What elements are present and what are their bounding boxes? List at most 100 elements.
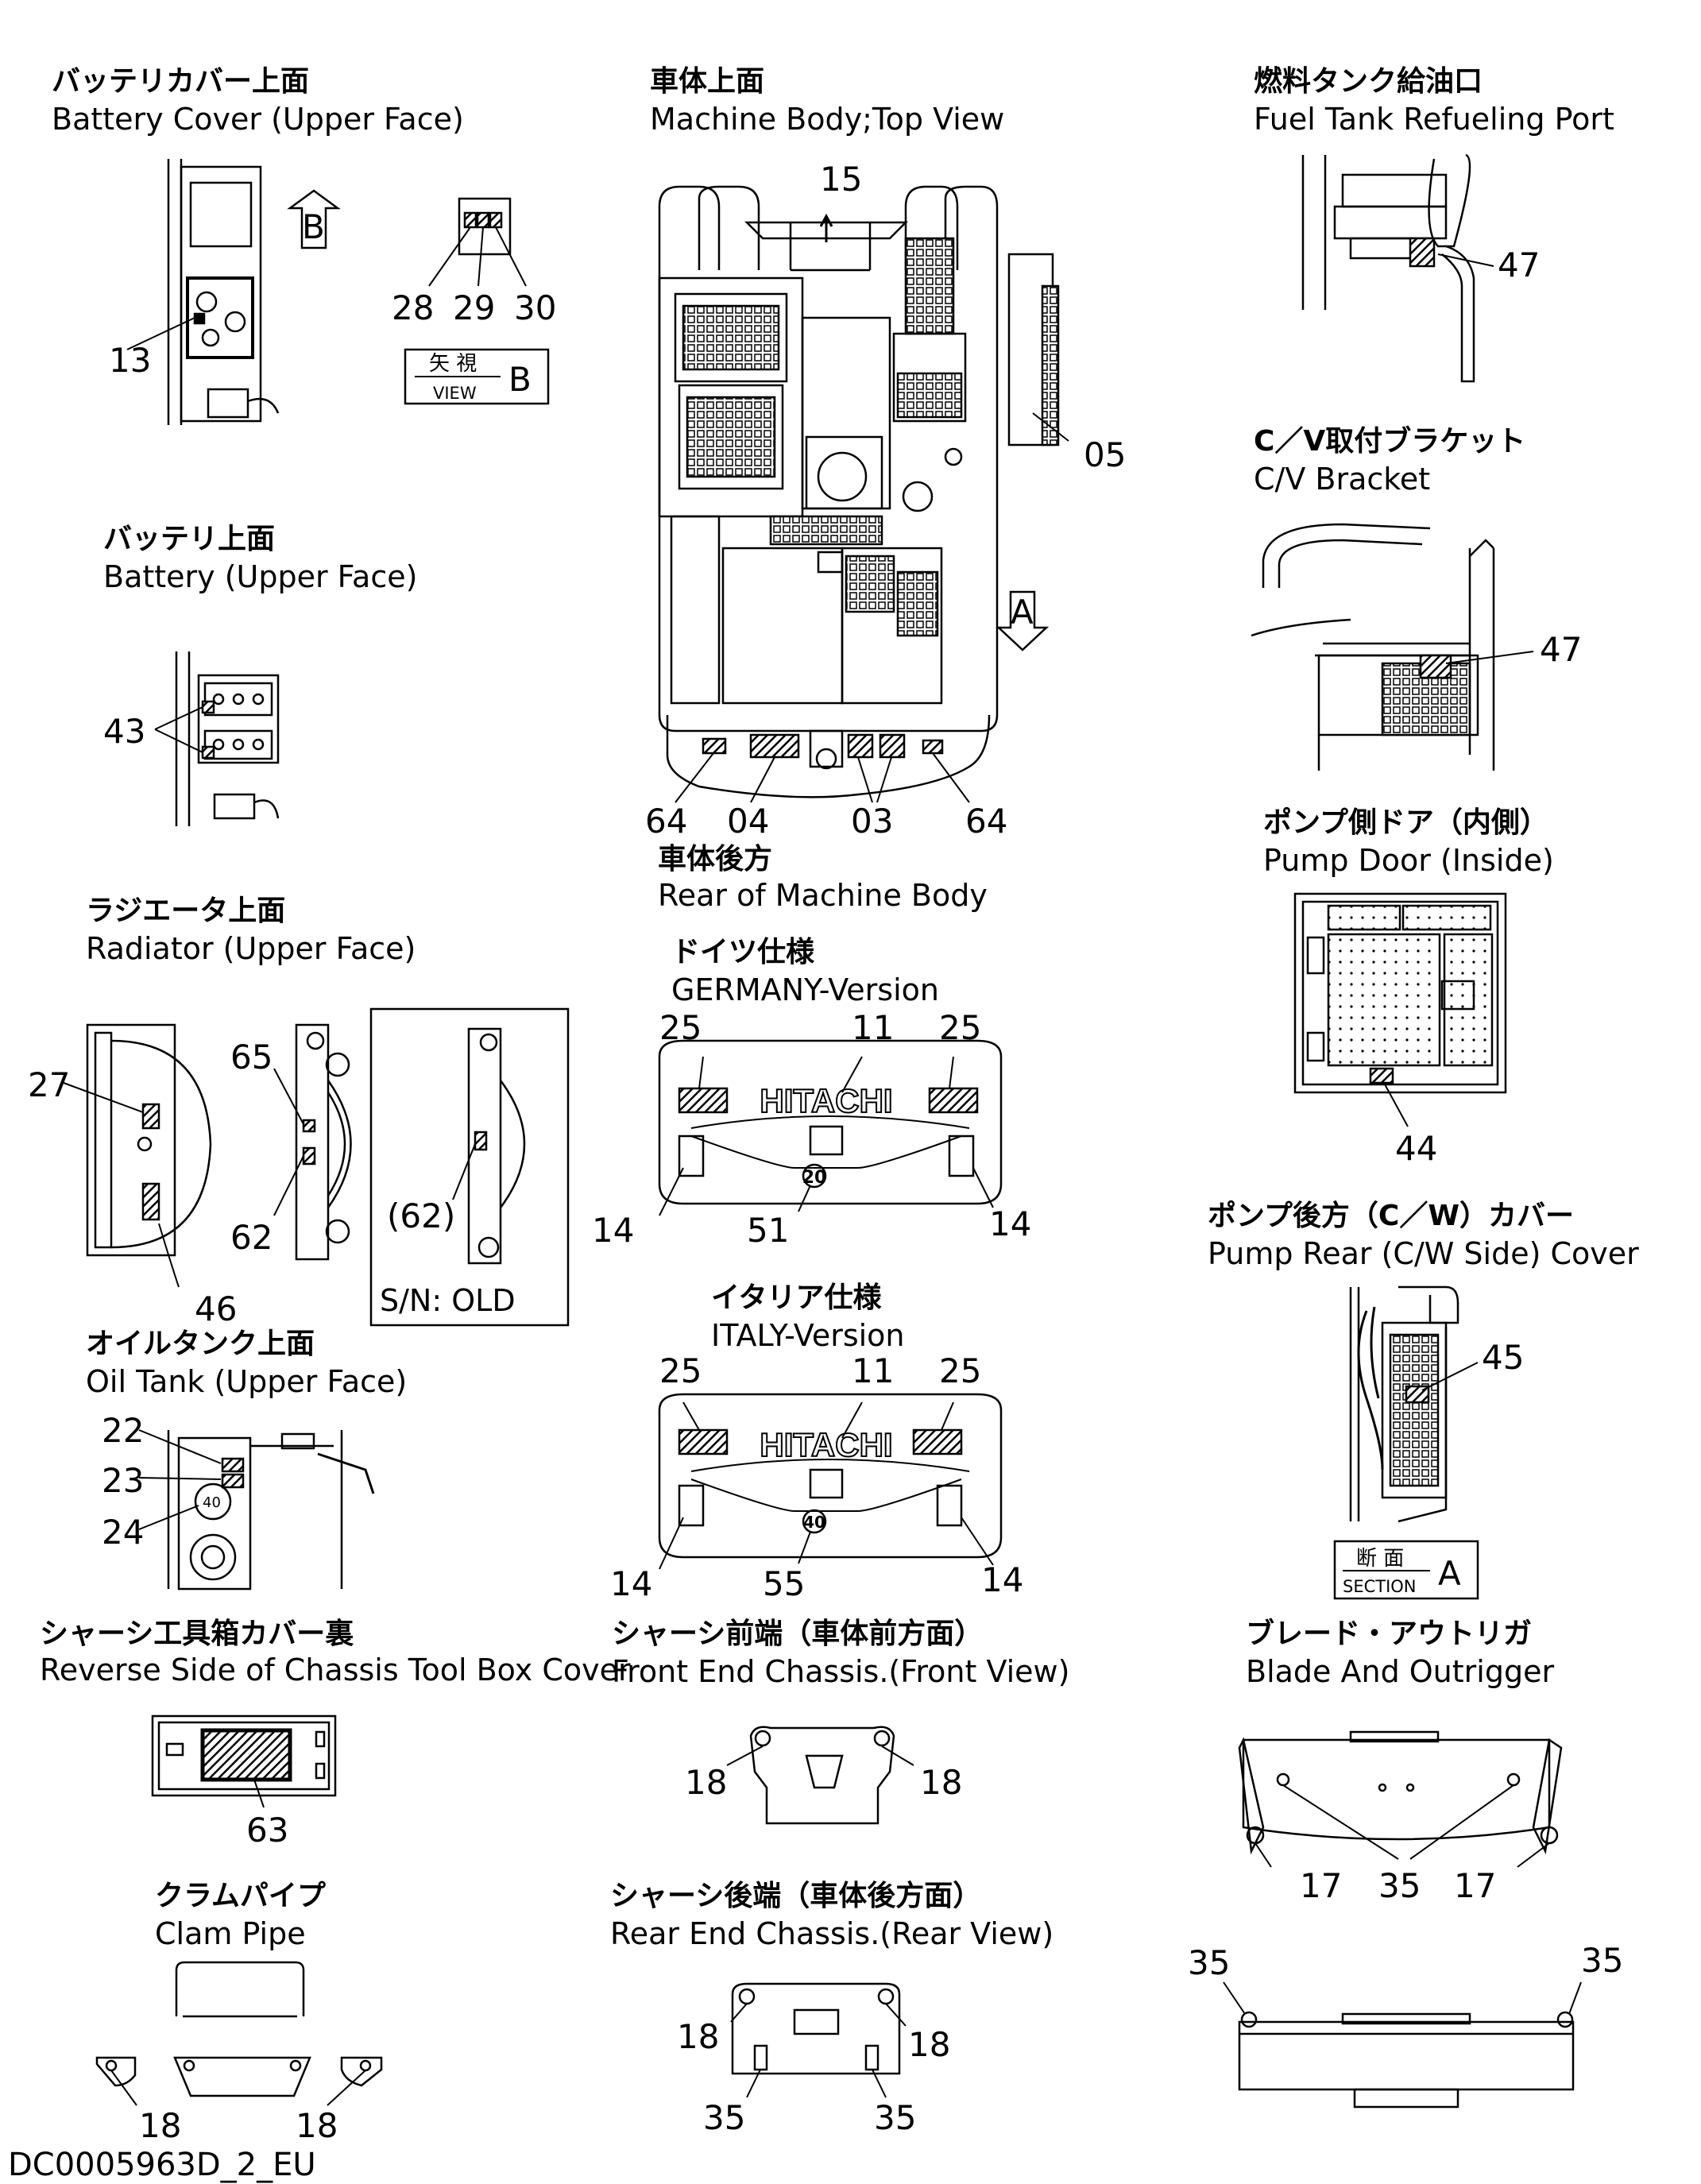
blade-title-jp: ブレード・アウトリガ [1246, 1617, 1532, 1650]
radiator-view: ラジエータ上面 Radiator (Upper Face) 27 46 65 [28, 895, 570, 1328]
battery-cover-view: バッテリカバー上面 Battery Cover (Upper Face) 13 … [52, 65, 556, 425]
svg-text:40: 40 [803, 1513, 825, 1532]
oil-tank-title-jp: オイルタンク上面 [86, 1328, 315, 1360]
callout-03: 03 [851, 802, 893, 841]
oil-tank-title-en: Oil Tank (Upper Face) [86, 1364, 407, 1399]
callout-17-right: 17 [1454, 1866, 1496, 1905]
arrow-label-a: A [1011, 593, 1034, 632]
svg-text:20: 20 [802, 1168, 827, 1188]
clam-pipe-view: クラムパイプ Clam Pipe 18 18 [95, 1880, 383, 2145]
callout-04: 04 [727, 802, 769, 841]
machine-top-view: 車体上面 Machine Body;Top View 15 [645, 65, 1126, 841]
callout-62: 62 [230, 1218, 273, 1257]
callout-47-fuel: 47 [1498, 245, 1540, 284]
callout-14-italy-right: 14 [981, 1560, 1023, 1599]
hitachi-logo-germany: HITACHI [760, 1082, 892, 1119]
pump-rear-view: ポンプ後方（C／W）カバー Pump Rear (C/W Side) Cover… [1208, 1199, 1639, 1600]
view-b-arrow-icon [287, 189, 341, 249]
pump-door-view: ポンプ側ドア（内側） Pump Door (Inside) 44 [1263, 806, 1554, 1168]
callout-18-clam-left: 18 [139, 2106, 181, 2145]
section-a-arrow-icon [995, 590, 1050, 651]
callout-14-germany-right: 14 [989, 1204, 1031, 1243]
hitachi-logo-italy: HITACHI [760, 1426, 892, 1463]
callout-11-italy: 11 [852, 1351, 894, 1390]
cv-bracket-view: C／V取付ブラケット C/V Bracket 47 [1251, 424, 1582, 771]
tool-box-view: シャーシ工具箱カバー裏 Reverse Side of Chassis Tool… [40, 1618, 631, 1850]
svg-text:A: A [1438, 1554, 1461, 1593]
sn-old-label: S/N: OLD [380, 1283, 516, 1318]
speed-20-badge [802, 1163, 827, 1189]
fuel-port-title-jp: 燃料タンク給油口 [1254, 65, 1483, 98]
rear-chassis-title-en: Rear End Chassis.(Rear View) [610, 1916, 1053, 1951]
callout-30: 30 [514, 288, 556, 327]
speed-40-badge [802, 1509, 827, 1534]
callout-55: 55 [763, 1564, 805, 1603]
callout-24: 24 [102, 1513, 144, 1552]
rear-chassis-view: シャーシ後端（車体後方面） Rear End Chassis.(Rear Vie… [610, 1880, 1053, 2137]
blade-outrigger-view: ブレード・アウトリガ Blade And Outrigger 17 35 17 [1188, 1617, 1623, 2109]
svg-text:40: 40 [203, 1494, 221, 1511]
callout-18-front-right: 18 [920, 1763, 962, 1802]
callout-05: 05 [1084, 435, 1126, 474]
callout-64-left: 64 [645, 802, 687, 841]
callout-63: 63 [246, 1811, 288, 1850]
callout-45: 45 [1482, 1338, 1524, 1377]
callout-18-clam-right: 18 [296, 2106, 338, 2145]
clam-pipe-title-en: Clam Pipe [155, 1916, 306, 1951]
italy-rear-view: イタリア仕様 ITALY-Version HITACHI 40 25 11 25… [610, 1281, 1023, 1603]
germany-title-en: GERMANY-Version [671, 972, 939, 1007]
callout-25-germany-left: 25 [659, 1008, 702, 1047]
oil-tank-view: オイルタンク上面 Oil Tank (Upper Face) 40 22 23 … [86, 1328, 407, 1591]
cv-bracket-title-jp: C／V取付ブラケット [1254, 424, 1525, 458]
callout-18-rear-left: 18 [677, 2017, 719, 2056]
callout-15: 15 [820, 160, 862, 199]
callout-43: 43 [103, 712, 145, 751]
machine-top-title-en: Machine Body;Top View [650, 102, 1004, 137]
callout-17-left: 17 [1300, 1866, 1342, 1905]
pump-rear-title-jp: ポンプ後方（C／W）カバー [1208, 1199, 1574, 1232]
tool-box-title-jp: シャーシ工具箱カバー裏 [40, 1618, 354, 1650]
arrow-label-b: B [302, 207, 325, 246]
callout-62-old: (62) [387, 1196, 455, 1235]
pump-door-title-en: Pump Door (Inside) [1263, 843, 1554, 878]
italy-title-jp: イタリア仕様 [711, 1281, 883, 1314]
callout-27: 27 [28, 1065, 70, 1104]
callout-11-germany: 11 [852, 1008, 894, 1047]
rear-body-title-jp: 車体後方 [658, 843, 772, 876]
radiator-title-jp: ラジエータ上面 [86, 895, 285, 927]
cv-bracket-title-en: C/V Bracket [1254, 462, 1430, 497]
germany-rear-view: 車体後方 Rear of Machine Body ドイツ仕様 GERMANY-… [592, 843, 1031, 1250]
radiator-title-en: Radiator (Upper Face) [86, 931, 416, 966]
callout-25-italy-left: 25 [659, 1351, 702, 1390]
callout-35-blade: 35 [1378, 1866, 1421, 1905]
callout-51: 51 [747, 1211, 789, 1250]
callout-23: 23 [102, 1461, 144, 1500]
callout-35-dozer-right: 35 [1581, 1941, 1623, 1980]
battery-view: バッテリ上面 Battery (Upper Face) 43 [103, 523, 417, 826]
machine-top-title-jp: 車体上面 [650, 65, 764, 98]
callout-14-germany-left: 14 [592, 1211, 634, 1250]
battery-title-en: Battery (Upper Face) [103, 559, 417, 594]
clam-pipe-title-jp: クラムパイプ [155, 1880, 326, 1912]
callout-28: 28 [392, 288, 434, 327]
svg-text:断 面: 断 面 [1356, 1547, 1404, 1571]
svg-text:B: B [508, 360, 532, 399]
germany-title-jp: ドイツ仕様 [671, 936, 815, 968]
callout-18-rear-right: 18 [908, 2025, 950, 2064]
callout-35-rear-right: 35 [874, 2098, 916, 2137]
italy-title-en: ITALY-Version [711, 1318, 905, 1353]
callout-35-rear-left: 35 [703, 2098, 745, 2137]
pump-rear-title-en: Pump Rear (C/W Side) Cover [1208, 1236, 1639, 1271]
callout-18-front-left: 18 [685, 1763, 727, 1802]
callout-47-bracket: 47 [1540, 630, 1582, 669]
callout-44: 44 [1395, 1129, 1437, 1168]
tool-box-title-en: Reverse Side of Chassis Tool Box Cover [40, 1652, 631, 1687]
fuel-port-title-en: Fuel Tank Refueling Port [1254, 102, 1614, 137]
front-chassis-title-jp: シャーシ前端（車体前方面） [612, 1618, 983, 1650]
callout-25-italy-right: 25 [939, 1351, 981, 1390]
fuel-port-view: 燃料タンク給油口 Fuel Tank Refueling Port 47 [1254, 65, 1614, 383]
battery-cover-title-en: Battery Cover (Upper Face) [52, 102, 464, 137]
battery-cover-title-jp: バッテリカバー上面 [52, 65, 309, 98]
callout-35-dozer-left: 35 [1188, 1943, 1230, 1982]
